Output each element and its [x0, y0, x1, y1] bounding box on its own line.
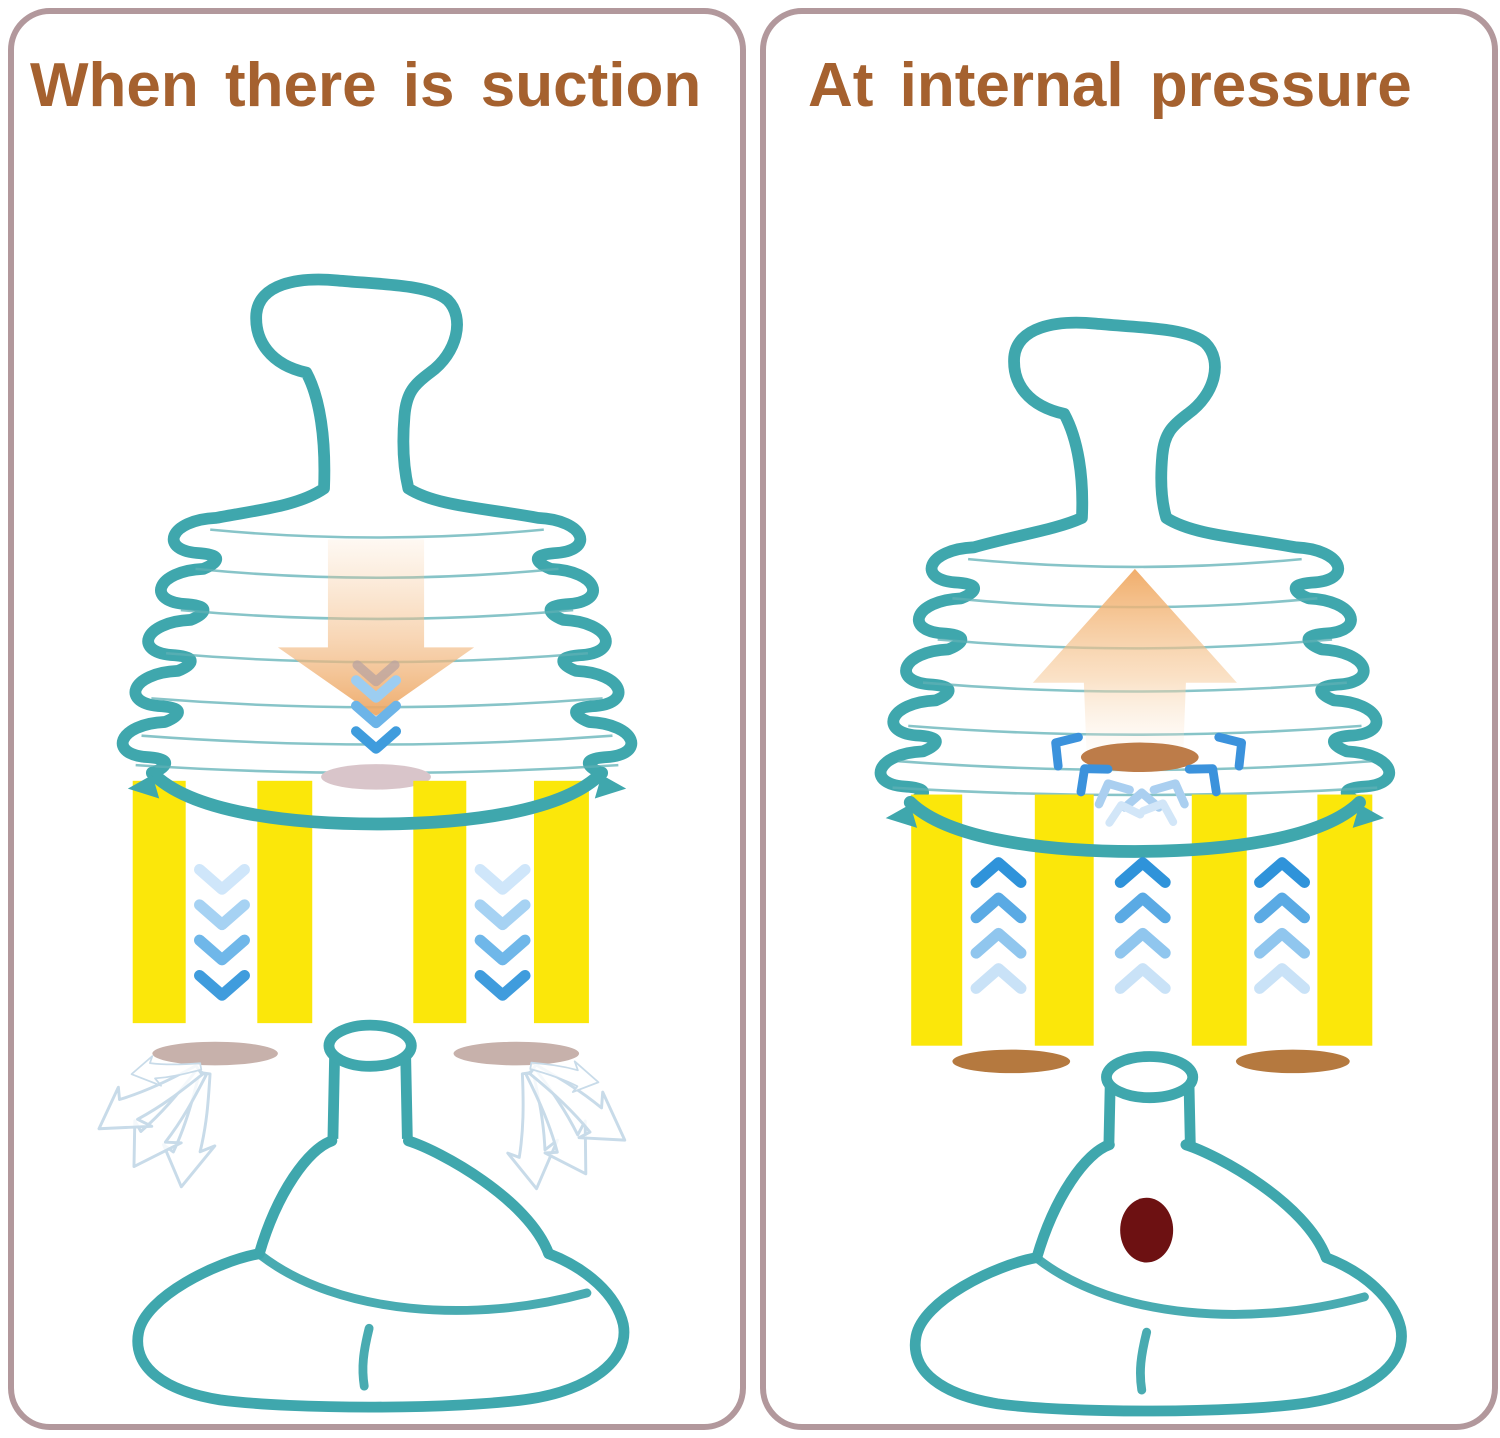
down-chevron-column-right: [480, 870, 525, 996]
panel-suction: When there is suction: [8, 8, 746, 1430]
open-valve-ellipse: [321, 764, 431, 790]
drain-dome: [909, 1139, 1407, 1417]
yellow-stripes: [911, 794, 1373, 1046]
spray-arrows-left: [84, 1043, 227, 1193]
drain-neck: [323, 1019, 417, 1148]
suction-illustration: [84, 273, 642, 1413]
panel-title-suction: When there is suction: [30, 51, 702, 120]
sealed-valve-ellipse: [1080, 742, 1199, 772]
yellow-stripes: [132, 780, 589, 1024]
down-chevron-column-left: [200, 870, 245, 996]
outlet-ellipse-right: [453, 1041, 580, 1066]
sealed-outlet-ellipse-left: [952, 1049, 1071, 1074]
sealed-outlet-ellipse-right: [1235, 1049, 1350, 1074]
panel-title-pressure: At internal pressure: [808, 51, 1412, 120]
up-chevron-column-left: [976, 863, 1021, 989]
bellows-rim: [127, 766, 627, 831]
panel-pressure: At internal pressure: [760, 8, 1498, 1430]
big-down-arrow-icon: [277, 539, 475, 717]
bellows-rim: [885, 796, 1385, 858]
drain-dome: [132, 1135, 630, 1413]
spray-arrows-right: [495, 1051, 642, 1194]
outlet-ellipse-left: [152, 1041, 278, 1066]
big-up-arrow-icon: [1032, 568, 1237, 785]
pressure-illustration: [874, 316, 1407, 1417]
up-chevron-column-center: [1120, 863, 1165, 989]
blockage-dot: [1120, 1197, 1174, 1263]
up-chevron-column-right: [1260, 863, 1305, 989]
